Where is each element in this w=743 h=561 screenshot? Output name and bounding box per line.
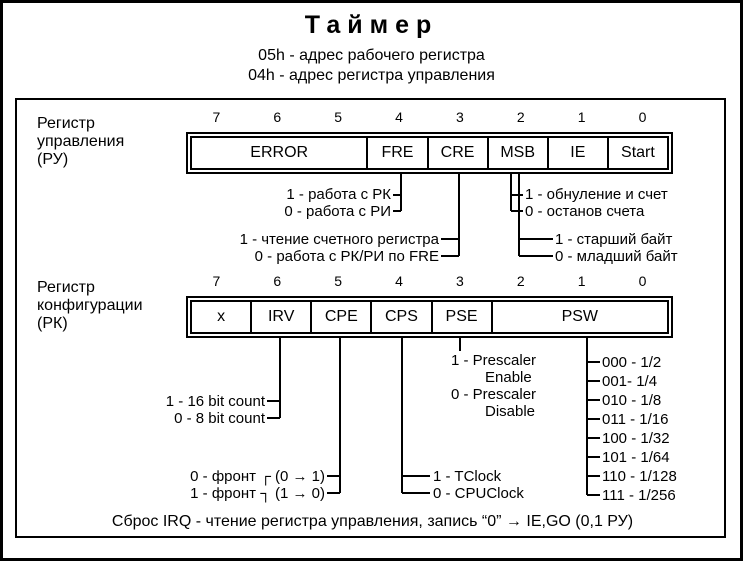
field-error: ERROR [192, 138, 369, 168]
field-cre: CRE [429, 138, 489, 168]
bit-number: 4 [395, 273, 403, 289]
control-register-label-line: (РУ) [37, 151, 69, 168]
pse-note-line: Disable [485, 403, 536, 420]
bit-number: 6 [273, 109, 282, 125]
psw-option: 011 - 1/16 [602, 411, 669, 428]
pse-note-line: 0 - Prescaler [451, 386, 537, 403]
irq-reset-note: Сброс IRQ - чтение регистра управления, … [111, 513, 634, 530]
control-register-label-line: Регистр [37, 115, 95, 132]
registers-panel [15, 98, 726, 538]
field-irv: IRV [252, 302, 313, 332]
cpe-note-line: 1 - фронт ┐ (1 → 0) [190, 485, 325, 502]
cps-notes: 1 - TClock 0 - CPUClock [433, 468, 563, 502]
psw-option: 010 - 1/8 [602, 392, 662, 409]
control-register-cells: ERROR FRE CRE MSB IE Start [190, 136, 669, 170]
control-register-address: 04h - адрес регистра управления [248, 67, 495, 84]
control-register-label-line: управления [37, 133, 125, 150]
irv-notes: 1 - 16 bit count 0 - 8 bit count [133, 393, 265, 427]
bit-number: 3 [456, 109, 464, 125]
pse-note-line: 1 - Prescaler [451, 352, 537, 369]
psw-option: 100 - 1/32 [602, 430, 670, 447]
bit-number: 7 [212, 273, 221, 289]
config-register-label: Регистр конфигурации (РК) [37, 279, 143, 333]
bit-number: 4 [395, 109, 403, 125]
bit-number: 7 [212, 109, 221, 125]
config-register-cells: x IRV CPE CPS PSE PSW [190, 300, 669, 334]
field-msb: MSB [489, 138, 549, 168]
field-cpe: CPE [312, 302, 373, 332]
cre-note-line: 0 - работа с РК/РИ по FRE [254, 248, 439, 265]
bit-number: 3 [456, 273, 464, 289]
working-register-address: 05h - адрес рабочего регистра [258, 47, 485, 64]
psw-option: 001- 1/4 [602, 373, 658, 390]
field-psw: PSW [561, 308, 599, 325]
control-register-label: Регистр управления (РУ) [37, 115, 124, 169]
psw-option: 111 - 1/256 [602, 487, 676, 504]
field-ie: IE [549, 138, 609, 168]
field-x: x [192, 302, 253, 332]
msb-notes: 1 - старший байт 0 - младший байт [555, 231, 705, 265]
start-notes: 1 - обнуление и счет 0 - останов счета [525, 186, 695, 220]
bit-number: 0 [638, 109, 647, 125]
psw-option: 110 - 1/128 [602, 468, 677, 485]
fre-notes: 1 - работа с РК 0 - работа с РИ [193, 186, 391, 220]
cre-notes: 1 - чтение счетного регистра 0 - работа … [181, 231, 439, 265]
field-pse: PSE [433, 302, 493, 332]
bit-number: 5 [334, 273, 343, 289]
field-fre: FRE [368, 138, 429, 168]
cre-note-line: 1 - чтение счетного регистра [239, 231, 439, 248]
bit-number: 5 [334, 109, 343, 125]
bit-number: 2 [516, 273, 525, 289]
control-register-bit-numbers: 7 6 5 4 3 2 1 0 [186, 109, 673, 125]
start-note-line: 1 - обнуление и счет [525, 186, 668, 203]
pse-note-line: Enable [485, 369, 532, 386]
bit-number: 1 [577, 109, 586, 125]
msb-note-line: 1 - старший байт [555, 231, 673, 248]
pse-notes: 1 - Prescaler Enable 0 - Prescaler Disab… [451, 352, 591, 420]
start-note-line: 0 - останов счета [525, 203, 645, 220]
field-cps: CPS [372, 302, 433, 332]
cpe-note-line: 0 - фронт ┌ (0 → 1) [190, 468, 325, 485]
config-register-label-line: (РК) [37, 315, 68, 332]
msb-note-line: 0 - младший байт [555, 248, 678, 265]
config-register-label-line: конфигурации [37, 297, 143, 314]
irv-note-line: 1 - 16 bit count [165, 393, 265, 410]
config-register-label-line: Регистр [37, 279, 95, 296]
config-register-bit-numbers: 7 6 5 4 3 2 1 0 [186, 273, 673, 289]
fre-note-line: 0 - работа с РИ [284, 203, 391, 220]
cps-note-line: 0 - CPUClock [433, 485, 524, 502]
irv-note-line: 0 - 8 bit count [174, 410, 265, 427]
fre-note-line: 1 - работа с РК [286, 186, 391, 203]
psw-option: 000 - 1/2 [602, 354, 662, 371]
bit-number: 0 [638, 273, 647, 289]
field-start: Start [621, 144, 655, 161]
bit-number: 1 [577, 273, 586, 289]
page-title: Таймер [304, 11, 439, 39]
bit-number: 6 [273, 273, 282, 289]
cpe-notes: 0 - фронт ┌ (0 → 1) 1 - фронт ┐ (1 → 0) [115, 468, 325, 502]
control-register-box: ERROR FRE CRE MSB IE Start [186, 132, 673, 174]
cps-note-line: 1 - TClock [433, 468, 502, 485]
psw-option: 101 - 1/64 [602, 449, 670, 466]
config-register-box: x IRV CPE CPS PSE PSW [186, 296, 673, 338]
bit-number: 2 [516, 109, 525, 125]
psw-notes: 000 - 1/2 001- 1/4 010 - 1/8 011 - 1/16 … [602, 353, 712, 505]
